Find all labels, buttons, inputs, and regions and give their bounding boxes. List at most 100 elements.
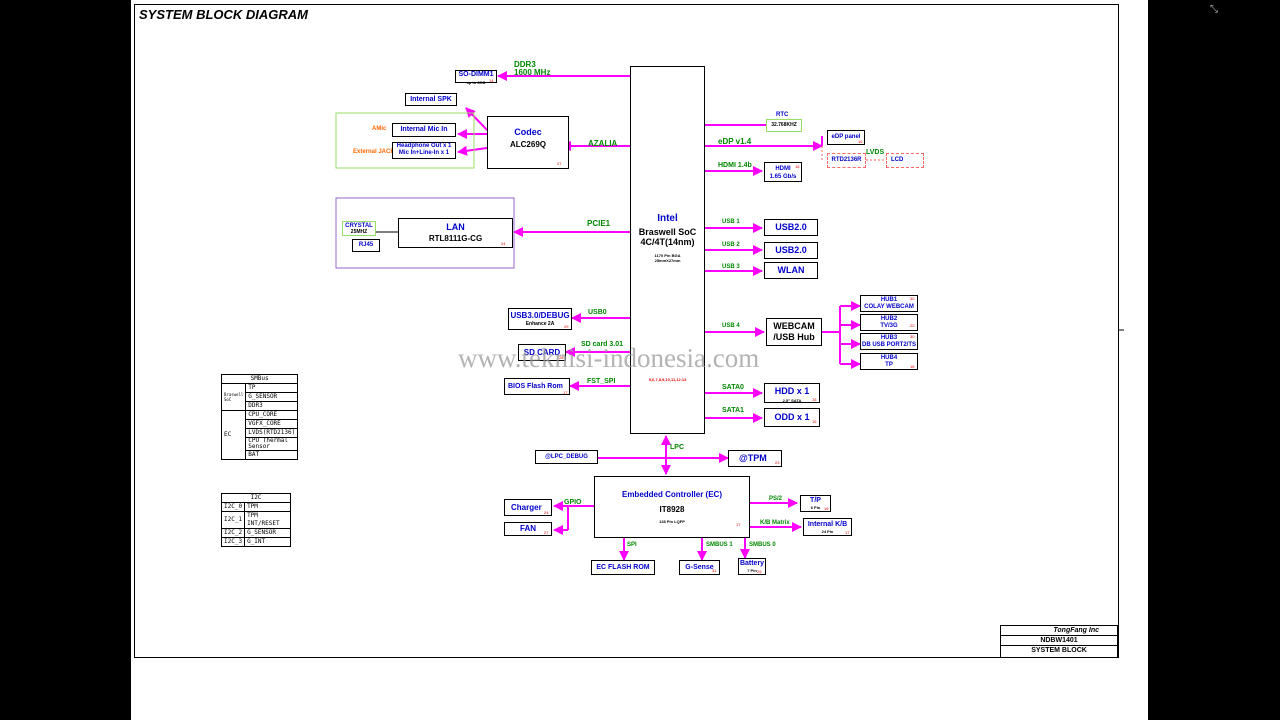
usb30-enhance: Enhance 2A bbox=[525, 321, 555, 327]
usb4-label: USB 4 bbox=[722, 323, 740, 329]
usb1-port[interactable]: USB2.0 bbox=[764, 219, 818, 236]
company-name: TongFang Inc bbox=[1001, 626, 1117, 636]
i2c-device: G_SENSOR bbox=[244, 528, 291, 538]
sata0-label: SATA0 bbox=[722, 384, 744, 391]
gsense-num: 31 bbox=[712, 568, 717, 573]
i2c-bus: I2C_1 bbox=[220, 511, 246, 529]
bios-flash-block[interactable]: BIOS Flash Rom bbox=[504, 378, 570, 395]
touchpad-block[interactable]: T/P 6 Pin bbox=[800, 495, 831, 512]
webcam-title: WEBCAM bbox=[773, 321, 815, 331]
fan-block[interactable]: FAN bbox=[504, 522, 552, 536]
hub1-device: COLAY WEBCAM bbox=[864, 304, 914, 310]
smbus-group-ec: EC bbox=[220, 410, 247, 460]
ec-block[interactable]: Embedded Controller (EC) IT8928 128 Pin … bbox=[594, 476, 750, 538]
codec-num: 27 bbox=[557, 161, 562, 166]
battery-title: Battery bbox=[739, 560, 765, 567]
usb-hub-title: /USB Hub bbox=[773, 332, 815, 342]
odd-num: 15 bbox=[812, 419, 817, 424]
wlan-block[interactable]: WLAN bbox=[764, 262, 818, 279]
hub2-block[interactable]: HUB2 TV/3G bbox=[860, 314, 918, 331]
hub2-device: TV/3G bbox=[880, 323, 898, 329]
webcam-hub-block[interactable]: WEBCAM /USB Hub bbox=[766, 318, 822, 346]
rj45-block[interactable]: RJ45 bbox=[352, 239, 380, 252]
hdmi-title: HDMI bbox=[775, 166, 791, 172]
crystal-freq: 25MHZ bbox=[350, 229, 368, 235]
speaker-block[interactable]: Internal SPK bbox=[405, 93, 457, 106]
hdmi-block[interactable]: HDMI 1.65 Gb/s bbox=[764, 162, 802, 182]
sodimm-name: SO-DIMM1 bbox=[458, 71, 494, 78]
hub4-block[interactable]: HUB4 TP bbox=[860, 353, 918, 370]
smbus-row: CPU Thermal Sensor bbox=[245, 437, 299, 451]
battery-num: 25 bbox=[757, 569, 762, 574]
usb3-label: USB 3 bbox=[722, 264, 740, 270]
gpio-label: GPIO bbox=[564, 499, 582, 506]
tpm-block[interactable]: @TPM bbox=[728, 450, 782, 467]
hub3-block[interactable]: HUB3 DB USB PORT2/TS bbox=[860, 333, 918, 350]
sd-card-block[interactable]: SD CARD bbox=[518, 344, 566, 361]
azalia-label: AZALIA bbox=[588, 139, 618, 148]
smbus-row: TP bbox=[245, 383, 299, 393]
hub2-name: HUB2 bbox=[880, 316, 898, 322]
lpc-label: LPC bbox=[670, 444, 684, 451]
odd-block[interactable]: ODD x 1 bbox=[764, 408, 820, 427]
ec-chip: IT8928 bbox=[659, 505, 685, 514]
sodimm-num: 14 bbox=[489, 78, 494, 83]
codec-block[interactable]: Codec ALC269Q bbox=[487, 116, 569, 169]
i2c-device: TPM bbox=[244, 502, 291, 512]
hdd-num: 15 bbox=[812, 397, 817, 402]
soc-block[interactable]: Intel Braswell SoC 4C/4T(14nm) 1170 Pin … bbox=[630, 66, 705, 434]
soc-name: Braswell SoC bbox=[638, 227, 697, 237]
g-sensor-block[interactable]: G-Sense bbox=[679, 560, 720, 575]
i2c-bus: I2C_2 bbox=[220, 528, 246, 538]
lpc-debug-block[interactable]: @LPC_DEBUG bbox=[535, 450, 598, 464]
smbus-row: VGFX_CORE bbox=[245, 419, 299, 429]
lcd-block[interactable]: LCD bbox=[886, 153, 924, 168]
kb-num: 17 bbox=[845, 530, 850, 535]
model-name: NDBW1401 bbox=[1001, 636, 1117, 646]
edp-link-label: eDP v1.4 bbox=[718, 137, 752, 146]
hub3-device: DB USB PORT2/TS bbox=[861, 342, 916, 348]
mic-in-block[interactable]: Internal Mic In bbox=[392, 123, 456, 137]
battery-pins: 7 Pin bbox=[747, 568, 757, 573]
hub2-num: 22 bbox=[910, 323, 915, 328]
battery-block[interactable]: Battery 7 Pin bbox=[738, 558, 766, 575]
usb2-port[interactable]: USB2.0 bbox=[764, 242, 818, 259]
usb30-num: 29 bbox=[564, 324, 569, 329]
usb0-label: USB0 bbox=[588, 309, 607, 316]
sd-label: SD card 3.01 bbox=[581, 341, 624, 348]
fan-num: 27 bbox=[544, 530, 549, 535]
page-title: SYSTEM BLOCK DIAGRAM bbox=[139, 7, 308, 22]
ec-package: 128 Pin LQFP bbox=[659, 519, 685, 524]
rtc-crystal[interactable]: 32.768KHZ bbox=[766, 119, 802, 132]
codec-chip: ALC269Q bbox=[509, 140, 546, 149]
soc-package: 1170 Pin BGA bbox=[654, 253, 681, 258]
charger-block[interactable]: Charger bbox=[504, 499, 552, 516]
sodimm-block[interactable]: SO-DIMM1 up to 8GB bbox=[455, 70, 497, 85]
lan-block[interactable]: LAN RTL8111G-CG bbox=[398, 218, 513, 248]
bios-num: 17 bbox=[563, 390, 568, 395]
keyboard-block[interactable]: Internal K/B 24 Pin bbox=[803, 518, 852, 536]
i2c-bus: I2C_0 bbox=[220, 502, 246, 512]
hdd-block[interactable]: HDD x 1 2.5" SATA bbox=[764, 383, 820, 403]
hub1-block[interactable]: HUB1 COLAY WEBCAM bbox=[860, 295, 918, 312]
usb1-label: USB 1 bbox=[722, 219, 740, 225]
expand-icon[interactable]: ⤡ bbox=[1210, 4, 1218, 15]
smbus-row: DDR3 bbox=[245, 401, 299, 411]
sodimm-capacity: up to 8GB bbox=[466, 80, 486, 85]
ec-num: 17 bbox=[736, 522, 741, 527]
kb-matrix-label: K/B Matrix bbox=[760, 520, 790, 526]
mic-line-line: Mic In+Line-In x 1 bbox=[398, 150, 450, 156]
hdmi-speed: 1.65 Gb/s bbox=[769, 174, 797, 180]
hub4-device: TP bbox=[885, 362, 893, 368]
hub4-num: 16 bbox=[910, 364, 915, 369]
usb30-debug-block[interactable]: USB3.0/DEBUG Enhance 2A bbox=[508, 308, 572, 330]
hdd-type: 2.5" SATA bbox=[782, 398, 802, 403]
headphone-block[interactable]: Headphone Out x 1 Mic In+Line-In x 1 bbox=[392, 142, 456, 159]
smbus1-label: SMBUS 1 bbox=[706, 542, 733, 548]
crystal-block[interactable]: CRYSTAL 25MHZ bbox=[342, 221, 376, 236]
ec-flash-rom-block[interactable]: EC FLASH ROM bbox=[591, 560, 655, 575]
soc-vendor: Intel bbox=[657, 213, 678, 224]
edp-panel-block[interactable]: eDP panel bbox=[827, 130, 865, 145]
rtd2136-block[interactable]: RTD2136R bbox=[827, 153, 866, 168]
